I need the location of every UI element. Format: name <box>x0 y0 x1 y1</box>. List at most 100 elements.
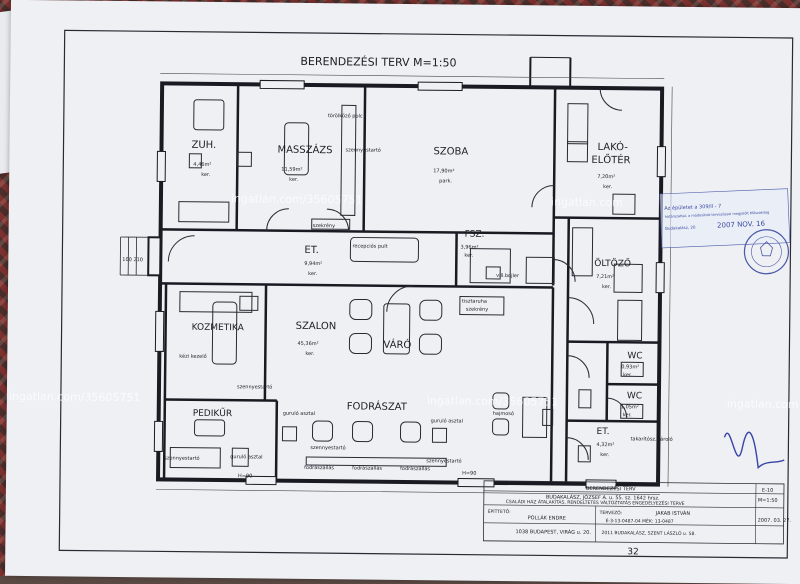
room-name: ÖLTÖZŐ <box>594 258 631 269</box>
room-area: 7,20m² <box>597 174 615 180</box>
shower-tray <box>194 100 224 130</box>
sink <box>237 152 251 166</box>
styling-chair-1 <box>312 421 332 441</box>
room-area: 4,32m² <box>596 442 614 448</box>
boiler-box <box>526 257 554 283</box>
annotation: szennyestartó <box>345 146 380 153</box>
room-name: VÁRÓ <box>383 338 411 351</box>
tb-designer-label: TERVEZŐ: <box>599 509 623 516</box>
annotation: fodrászállás <box>400 465 430 472</box>
dimension-label: H=90 <box>462 471 476 477</box>
room-area: 9,94m² <box>304 261 322 267</box>
annotation: fodrászállás <box>352 464 382 471</box>
cosmetics-sink <box>240 296 258 310</box>
tb-designer-id: É-3-13-0487-04 MÉK: 13-0487 <box>606 516 674 525</box>
waiting-chair-2 <box>349 333 371 353</box>
room-name: WC <box>627 391 642 401</box>
annotation: kézi kezelő <box>179 353 206 360</box>
room-name: ELŐTÉR <box>591 152 630 166</box>
room-area: 7,21m² <box>596 274 614 280</box>
room-floor: park. <box>439 178 452 184</box>
wash-chair-2 <box>493 419 509 435</box>
room-name: ZUH. <box>191 140 216 151</box>
et-sink <box>579 390 591 408</box>
annotation: guruló asztal <box>230 453 262 460</box>
room-area: 11,59m² <box>281 167 302 173</box>
room-floor: ker. <box>600 452 609 458</box>
styling-chair-2 <box>352 421 372 441</box>
floor-plan-sheet: BERENDEZÉSI TERV M=1:50 <box>5 0 800 584</box>
annotation: tisztaruha <box>462 299 487 305</box>
room-name: ET. <box>596 427 609 437</box>
room-name: FODRÁSZAT <box>347 399 408 413</box>
room-floor: ker. <box>308 271 317 277</box>
annotation: hajmosó <box>493 410 514 417</box>
room-area: 0,93m² <box>621 364 639 370</box>
title-block: BERENDEZÉSI TERV E-10 BUDAKALÁSZ, JÓZSEF… <box>483 481 791 544</box>
room-name: PEDIKŰR <box>193 408 233 419</box>
lockers <box>572 228 593 276</box>
annotation: törölköző polc <box>328 113 363 119</box>
annotation: guruló asztal <box>283 410 315 417</box>
annotation: takarítósz. tároló <box>630 435 672 442</box>
room-floor: ker. <box>201 172 210 178</box>
room-floor: ker. <box>623 412 632 418</box>
tb-designer-name: JAKAB ISTVÁN <box>655 510 691 517</box>
page-number: 32 <box>627 547 639 557</box>
tb-designer-address: 2011 BUDAKALÁSZ, SZENT LÁSZLÓ u. 58. <box>601 529 695 537</box>
room-name: SZALON <box>296 321 337 332</box>
tb-sheet-code: E-10 <box>762 488 773 494</box>
annotation: fodrászállás <box>304 464 334 471</box>
signature <box>724 432 784 468</box>
watermark: ingatlan.com <box>727 397 799 411</box>
room-area: 1,05m² <box>621 404 639 410</box>
room-name: LAKÓ- <box>597 140 628 153</box>
lockers-2 <box>618 300 642 340</box>
bench <box>179 202 229 223</box>
room-floor: ker. <box>623 372 632 378</box>
room-floor: ker. <box>464 253 473 259</box>
approval-stamp: Az épületet a 309/ll - 7 határozattal, a… <box>659 187 791 274</box>
kitchen-unit <box>568 104 588 144</box>
room-name: SZOBA <box>433 146 468 157</box>
watermark: ingatlan.com/35605751 <box>9 390 141 404</box>
waiting-chair-1 <box>350 299 372 319</box>
annotation: szekrény <box>466 306 488 313</box>
room-name: MASSZÁZS <box>277 143 332 157</box>
plan-title: BERENDEZÉSI TERV M=1:50 <box>300 55 456 70</box>
annotation: recepciós pult <box>352 242 387 249</box>
annotation: guruló asztal <box>431 417 463 424</box>
annotation: szennyestartó <box>237 383 272 390</box>
watermark: ingatlan.com <box>551 195 623 209</box>
room-floor: ker. <box>305 351 314 357</box>
tb-scale: M=1:50 <box>758 498 778 504</box>
room-area: 17,90m² <box>433 168 454 174</box>
annotation: vill.bojler <box>496 273 520 279</box>
room-floor: ker. <box>289 177 298 183</box>
waiting-chair-3 <box>420 300 442 320</box>
room-area: 4,46m² <box>193 162 211 168</box>
waiting-chair-4 <box>419 334 441 354</box>
pedicure-chair <box>194 420 224 436</box>
annotation: szekrény <box>313 222 335 229</box>
styling-chair-3 <box>400 422 420 442</box>
floor-plan-drawing: BERENDEZÉSI TERV M=1:50 <box>5 0 800 584</box>
trolley-1 <box>282 427 296 441</box>
room-name: ET. <box>304 245 319 256</box>
room-name: WC <box>627 351 642 361</box>
tb-date: 2007. 03. 27. <box>758 518 792 524</box>
room-name: KOZMETIKA <box>192 323 245 334</box>
tb-builder-name: POLLÁK ENDRE <box>528 514 566 521</box>
watermark: ingatlan.com/35605751 <box>231 192 363 206</box>
room-area: 45,36m² <box>297 341 318 347</box>
trolley-2 <box>432 428 446 442</box>
tb-builder-label: ÉPÍTTETŐ: <box>488 507 511 515</box>
room-labels: ZUH. 4,46m² ker. MASSZÁZS 11,59m² ker. S… <box>188 136 644 459</box>
room-floor: ker. <box>603 184 612 190</box>
tb-builder-address: 1038 BUDAPEST, VIRÁG u. 20. <box>515 528 591 536</box>
annotation: szennyestartó <box>164 454 199 461</box>
annotation: szennyestartó <box>310 444 345 451</box>
room-floor: ker. <box>602 284 611 290</box>
watermark: ingatlan.com/35605751 <box>427 394 559 408</box>
annotation: szennyestartó <box>426 457 461 464</box>
